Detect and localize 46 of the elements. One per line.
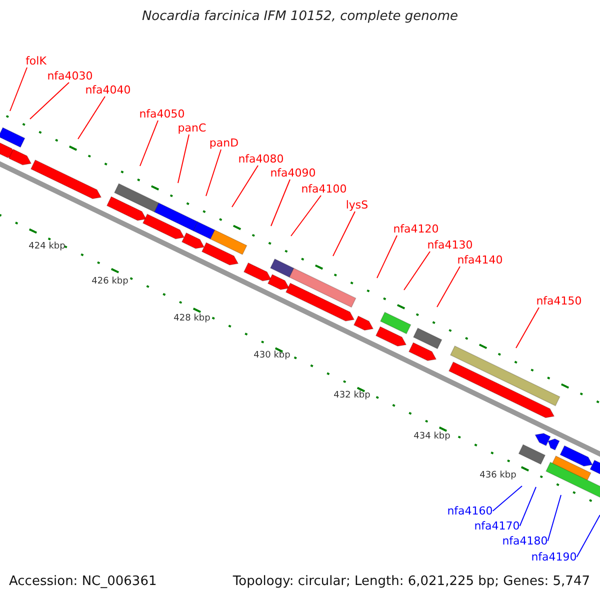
leader-line <box>404 251 430 290</box>
leader-line <box>78 96 106 140</box>
leader-line <box>206 149 222 196</box>
position-label: 424 kbp <box>28 242 66 252</box>
leader-line <box>492 486 522 512</box>
gene-label: panC <box>178 122 206 134</box>
leader-line <box>332 211 356 256</box>
gene-label: folK <box>26 54 46 68</box>
leader-line <box>519 486 536 526</box>
gene-label: nfa4140 <box>457 254 503 266</box>
gene-label: nfa4130 <box>427 238 473 252</box>
footer-text: Topology: circular; Length: 6,021,225 bp; Genes: 5,747 <box>232 574 590 590</box>
leader-line <box>232 165 258 208</box>
gene-label: nfa4160 <box>447 504 493 518</box>
position-label: 426 kbp <box>92 276 128 288</box>
leader-line <box>576 514 600 558</box>
leader-line <box>516 307 540 348</box>
gene-label: nfa4040 <box>85 84 131 96</box>
leader-line <box>10 67 28 112</box>
gene-label: nfa4170 <box>474 520 520 532</box>
leader-line <box>178 134 190 184</box>
leader-line <box>140 120 158 166</box>
gene-label: panD <box>209 136 239 150</box>
position-label: 428 kbp <box>174 314 210 324</box>
leader-line <box>547 494 562 542</box>
leader-line <box>270 179 290 226</box>
leader-line <box>30 82 70 120</box>
footer-text: Accession: NC_006361 <box>9 574 157 590</box>
gene-label: nfa4090 <box>270 166 316 180</box>
position-label: 432 kbp <box>334 390 370 402</box>
gene-label: nfa4190 <box>531 550 577 564</box>
gene-label: lysS <box>346 198 368 212</box>
gene-label: nfa4180 <box>502 534 548 548</box>
gene-label: nfa4150 <box>536 294 582 308</box>
gene-label: nfa4080 <box>238 152 284 166</box>
chart-title: Nocardia farcinica IFM 10152, complete genome <box>140 9 460 24</box>
gene-label: nfa4120 <box>393 222 439 236</box>
leader-line <box>436 266 460 308</box>
leader-line <box>376 235 398 278</box>
gene-label: nfa4100 <box>301 182 347 196</box>
position-label: 434 kbp <box>414 432 450 442</box>
position-label: 436 kbp <box>480 470 516 482</box>
gene-label: nfa4030 <box>47 70 93 82</box>
gene-label: nfa4050 <box>139 108 185 120</box>
position-label: 430 kbp <box>254 350 290 362</box>
leader-line <box>290 195 322 236</box>
